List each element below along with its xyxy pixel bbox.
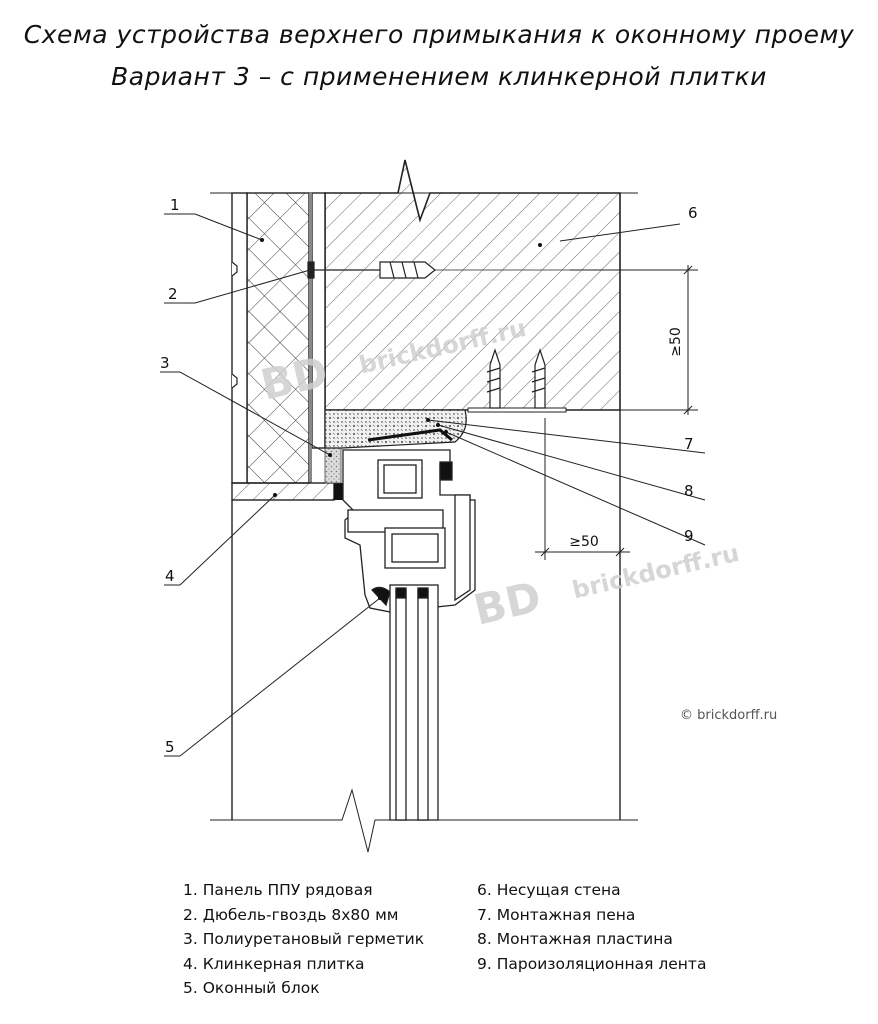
watermark-2: BD brickdorff.ru bbox=[469, 539, 742, 635]
callout-7: 7 bbox=[684, 435, 694, 453]
callout-2: 2 bbox=[168, 285, 178, 303]
legend-item: 8. Монтажная пластина bbox=[477, 930, 673, 948]
callout-8: 8 bbox=[684, 482, 694, 500]
title-line-1: Схема устройства верхнего примыкания к о… bbox=[23, 20, 855, 49]
svg-text:BD: BD bbox=[469, 572, 545, 635]
legend-left: 1. Панель ППУ рядовая 2. Дюбель-гвоздь 8… bbox=[183, 878, 424, 1001]
dowel-anchors bbox=[486, 348, 546, 409]
mounting-plate bbox=[467, 407, 567, 413]
clinker-tile bbox=[231, 482, 343, 501]
legend-item: 1. Панель ППУ рядовая bbox=[183, 881, 373, 899]
callout-1: 1 bbox=[170, 196, 180, 214]
dimension-lines bbox=[535, 265, 698, 560]
copyright-text: © brickdorff.ru bbox=[680, 708, 778, 723]
dowel-nail bbox=[307, 261, 436, 279]
callout-5: 5 bbox=[165, 738, 175, 756]
dim-vertical: ≥50 bbox=[668, 327, 684, 357]
title-line-2: Вариант 3 – с применением клинкерной пли… bbox=[111, 62, 767, 91]
legend-right: 6. Несущая стена 7. Монтажная пена 8. Мо… bbox=[477, 878, 706, 976]
mounting-foam bbox=[324, 409, 467, 449]
callout-9: 9 bbox=[684, 527, 694, 545]
legend-item: 6. Несущая стена bbox=[477, 881, 621, 899]
vapor-barrier-tape bbox=[367, 428, 453, 442]
legend-item: 5. Оконный блок bbox=[183, 979, 320, 997]
ppu-panel bbox=[231, 192, 326, 484]
callout-6: 6 bbox=[688, 204, 698, 222]
legend-item: 3. Полиуретановый герметик bbox=[183, 930, 425, 948]
legend-item: 7. Монтажная пена bbox=[477, 905, 636, 924]
callout-3: 3 bbox=[160, 354, 170, 372]
leader-dots bbox=[260, 238, 542, 600]
dim-horizontal: ≥50 bbox=[569, 534, 599, 550]
legend-item: 9. Пароизоляционная лента bbox=[477, 954, 707, 973]
callout-4: 4 bbox=[165, 567, 175, 585]
leader-lines bbox=[160, 213, 706, 757]
legend-item: 2. Дюбель-гвоздь 8х80 мм bbox=[183, 905, 399, 924]
window-block bbox=[342, 449, 476, 821]
legend-item: 4. Клинкерная плитка bbox=[183, 954, 365, 973]
